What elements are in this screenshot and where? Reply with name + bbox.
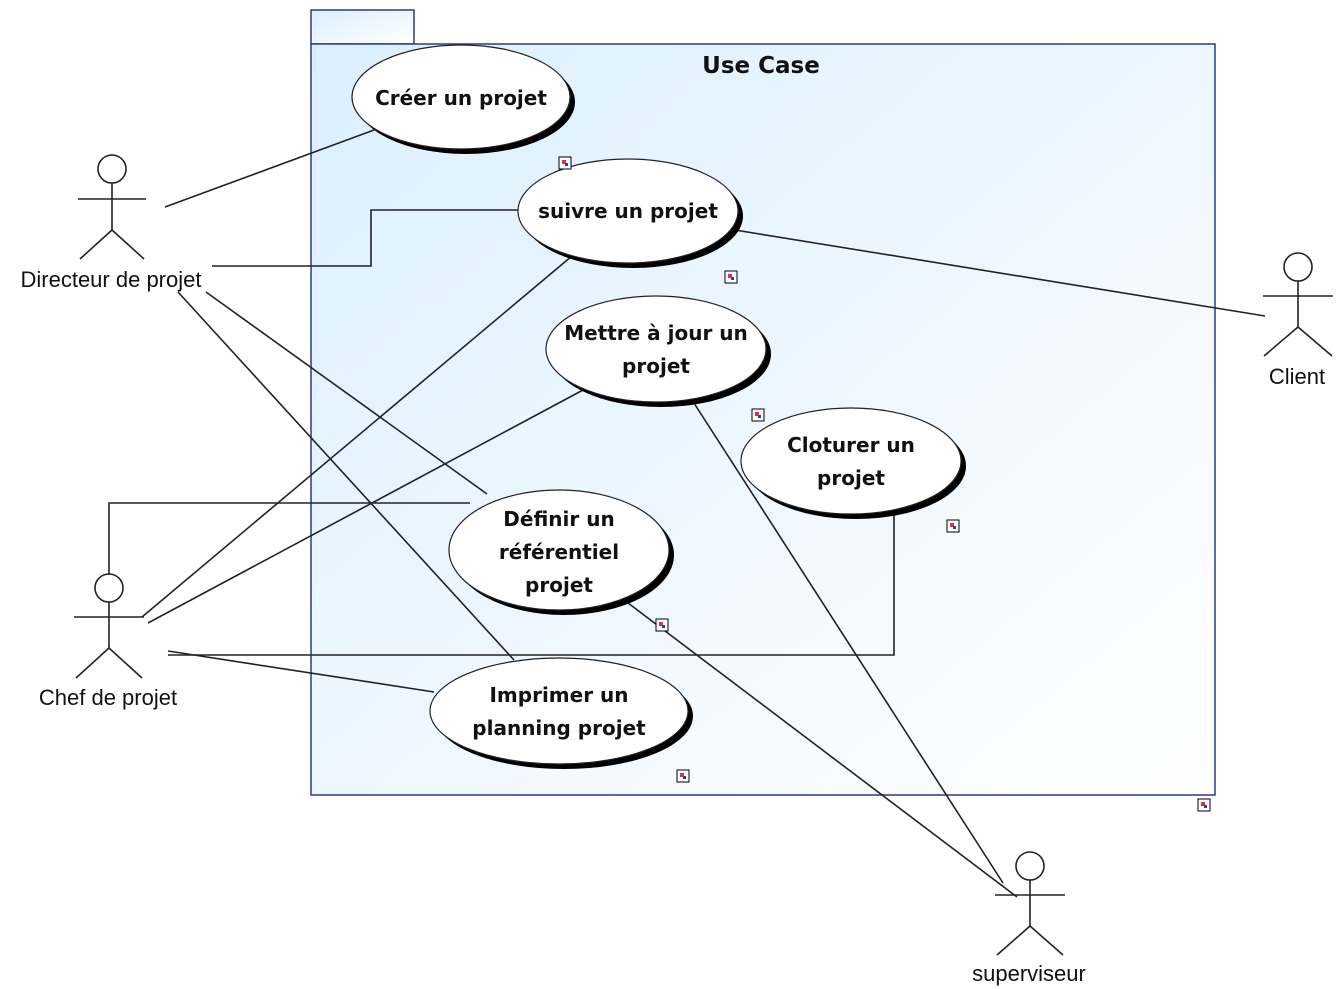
actor-superviseur[interactable]: superviseur (972, 851, 1086, 986)
use-case-label-line1: Cloturer un (787, 433, 915, 457)
use-case-ellipse (740, 407, 962, 515)
use-case-ellipse (517, 158, 739, 264)
assoc-chef-definir[interactable] (108, 502, 470, 576)
use-case-ellipse (351, 44, 571, 150)
assoc-definir-superviseur[interactable] (627, 602, 1018, 898)
associations (108, 129, 1266, 898)
use-case-creer[interactable]: Créer un projet (351, 44, 575, 154)
actor-label: superviseur (972, 961, 1086, 986)
stick-figure-icon (78, 154, 146, 260)
use-case-cloturer[interactable]: Cloturer un projet (740, 407, 966, 519)
markers (558, 156, 1211, 812)
use-case-ellipse (448, 489, 670, 611)
package-tab (310, 9, 415, 45)
assoc-chef-suivre[interactable] (141, 255, 573, 618)
assoc-directeur-suivre[interactable] (212, 209, 519, 267)
use-case-imprimer[interactable]: Imprimer un planning projet (429, 657, 693, 769)
assoc-chef-imprimer[interactable] (167, 650, 435, 693)
use-case-ellipse (545, 295, 767, 403)
note-marker-icon (676, 769, 690, 783)
use-case-definir[interactable]: Définir un référentiel projet (448, 489, 674, 615)
use-case-label-line3: projet (525, 573, 593, 597)
use-case-label-line1: Définir un (503, 507, 614, 531)
stick-figure-icon (74, 573, 144, 679)
stick-figure-icon (1263, 252, 1333, 357)
use-case-label: Créer un projet (375, 86, 547, 110)
actor-client[interactable]: Client (1263, 252, 1333, 389)
package-title: Use Case (702, 53, 820, 79)
actor-directeur[interactable]: Directeur de projet (21, 154, 202, 292)
assoc-chef-cloturer[interactable] (168, 514, 895, 656)
actor-label: Directeur de projet (21, 267, 202, 292)
use-case-label-line2: projet (817, 466, 885, 490)
use-case-label: suivre un projet (538, 199, 718, 223)
use-case-mettre[interactable]: Mettre à jour un projet (545, 295, 771, 407)
note-marker-icon (558, 156, 572, 170)
assoc-suivre-client[interactable] (734, 229, 1266, 317)
note-marker-icon (655, 618, 669, 632)
note-marker-icon (751, 408, 765, 422)
stick-figure-icon (995, 851, 1065, 956)
assoc-directeur-imprimer[interactable] (177, 291, 515, 661)
actor-label: Chef de projet (39, 685, 177, 710)
note-marker-icon (724, 270, 738, 284)
use-case-label-line1: Mettre à jour un (564, 321, 748, 345)
use-case-label-line1: Imprimer un (489, 683, 628, 707)
use-case-label-line2: planning projet (472, 716, 646, 740)
actor-chef[interactable]: Chef de projet (39, 573, 177, 710)
note-marker-icon (1197, 798, 1211, 812)
use-case-ellipse (429, 657, 689, 765)
actor-label: Client (1269, 364, 1325, 389)
assoc-directeur-definir[interactable] (205, 291, 488, 495)
use-case-label-line2: référentiel (499, 540, 619, 564)
use-case-label-line2: projet (622, 354, 690, 378)
use-case-suivre[interactable]: suivre un projet (517, 158, 743, 268)
assoc-directeur-creer[interactable] (164, 129, 375, 208)
note-marker-icon (946, 519, 960, 533)
assoc-mettre-superviseur[interactable] (691, 399, 1004, 884)
assoc-chef-mettre[interactable] (147, 389, 584, 624)
